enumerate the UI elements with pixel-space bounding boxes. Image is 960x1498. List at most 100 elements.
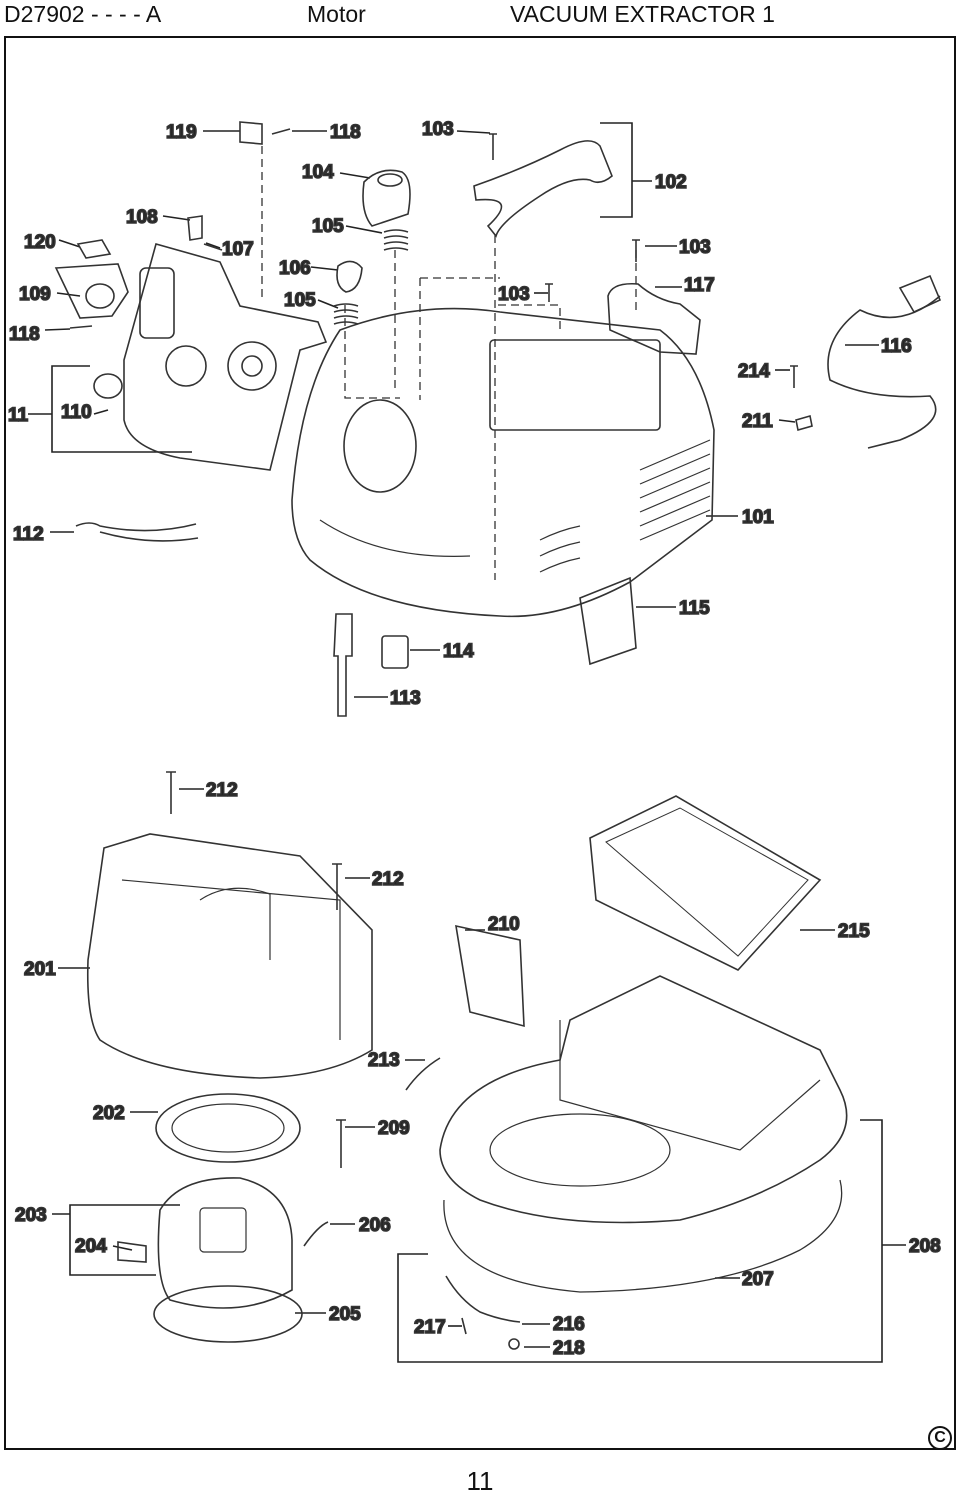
part-213-wire — [405, 1057, 441, 1091]
callout-103: 103 — [422, 119, 454, 140]
callout-204: 204 — [75, 1236, 107, 1257]
part-106-cap — [336, 260, 363, 293]
part-112-wire — [75, 522, 199, 542]
part-216-latch — [445, 1275, 521, 1323]
callout-113: 113 — [390, 688, 421, 709]
part-115-cover — [579, 576, 637, 666]
lower-parts — [86, 771, 848, 1350]
part-114-connector — [381, 635, 409, 669]
part-211-clip — [795, 414, 813, 432]
part-214-screw — [790, 365, 798, 388]
part-120-label — [76, 239, 112, 259]
part-103-screw-right — [632, 239, 640, 262]
part-116-cord — [827, 295, 941, 449]
callout-214: 214 — [738, 361, 770, 382]
product-title: VACUUM EXTRACTOR 1 — [510, 1, 775, 27]
page-number: 11 — [466, 1466, 494, 1496]
part-201-motor-housing — [86, 833, 373, 1079]
part-104-knob-face — [377, 173, 403, 187]
callout-105: 105 — [312, 216, 344, 237]
callout-216: 216 — [553, 1314, 585, 1335]
callout-206: 206 — [359, 1215, 391, 1236]
callout-109: 109 — [19, 284, 51, 305]
part-117-clamp — [607, 282, 701, 355]
callout-114: 114 — [443, 641, 474, 662]
panel-dial-right — [227, 341, 277, 391]
assembly-dashed-lines — [261, 146, 637, 580]
callout-115: 115 — [679, 598, 710, 619]
callout-116: 116 — [881, 336, 912, 357]
callout-207: 207 — [742, 1269, 774, 1290]
callout-105: 105 — [284, 290, 316, 311]
callout-103: 103 — [498, 284, 530, 305]
part-107-screw — [203, 243, 223, 251]
part-118-screw — [271, 128, 291, 135]
callout-211: 211 — [742, 411, 773, 432]
callout-120: 120 — [24, 232, 56, 253]
callout-201: 201 — [24, 959, 56, 980]
callout-108: 108 — [126, 207, 158, 228]
callout-112: 112 — [13, 524, 44, 545]
panel-window — [139, 267, 175, 339]
callout-11: 11 — [8, 405, 29, 426]
part-103-screw-top — [489, 133, 497, 160]
part-206-wire — [303, 1221, 329, 1247]
callout-213: 213 — [368, 1050, 400, 1071]
part-209-screw — [336, 1119, 346, 1168]
part-113-harness — [333, 613, 353, 717]
part-205-seal — [153, 1285, 303, 1343]
callout-119: 119 — [166, 122, 197, 143]
model-number: D27902 - - - - A — [4, 1, 162, 27]
part-204-brush — [117, 1241, 147, 1263]
callout-215: 215 — [838, 921, 870, 942]
callout-205: 205 — [329, 1304, 361, 1325]
part-217-pin — [461, 1317, 467, 1335]
part-119-plate — [239, 121, 263, 145]
callout-103: 103 — [679, 237, 711, 258]
section-title: Motor — [307, 1, 366, 27]
part-101-housing — [291, 307, 715, 618]
callout-107: 107 — [222, 239, 254, 260]
part-208-base — [439, 975, 848, 1224]
callout-101: 101 — [742, 507, 774, 528]
part-212-screw-b — [332, 863, 342, 910]
part-212-screw-a — [166, 771, 176, 814]
part-218-washer — [508, 1338, 520, 1350]
diagram-frame — [4, 36, 956, 1450]
housing-vents — [539, 439, 711, 573]
part-118-screw-lower — [69, 325, 93, 329]
housing-port — [343, 399, 417, 493]
part-108-switch — [187, 215, 203, 241]
callout-118: 118 — [9, 324, 40, 345]
part-202-ring — [155, 1093, 301, 1163]
callout-104: 104 — [302, 162, 334, 183]
part-116-plug — [898, 274, 942, 314]
panel-dial-left — [165, 345, 207, 387]
copyright-icon: C — [928, 1426, 952, 1450]
housing-bay — [489, 339, 661, 431]
upper-parts — [54, 121, 942, 717]
callout-106: 106 — [279, 258, 311, 279]
callout-212: 212 — [372, 869, 404, 890]
part-207-gasket — [443, 1179, 843, 1293]
part-203-motor — [157, 1177, 293, 1309]
part-109-socket-hole — [85, 283, 115, 309]
callout-203: 203 — [15, 1205, 47, 1226]
part-105-spring-lower — [333, 303, 359, 325]
callout-117: 117 — [684, 275, 715, 296]
callout-209: 209 — [378, 1118, 410, 1139]
callout-118: 118 — [330, 122, 361, 143]
callout-217: 217 — [414, 1317, 446, 1338]
callout-218: 218 — [553, 1338, 585, 1359]
callout-202: 202 — [93, 1103, 125, 1124]
callout-102: 102 — [655, 172, 687, 193]
callout-labels: 119 118 103 104 102 108 105 120 107 103 … — [7, 118, 941, 1360]
callout-212: 212 — [206, 780, 238, 801]
part-105-spring-upper — [383, 229, 409, 251]
part-11-panel-housing — [123, 243, 328, 471]
part-210-board — [455, 924, 525, 1028]
part-102-handle — [473, 140, 613, 238]
callout-210: 210 — [488, 914, 520, 935]
part-109-socket — [54, 263, 129, 319]
